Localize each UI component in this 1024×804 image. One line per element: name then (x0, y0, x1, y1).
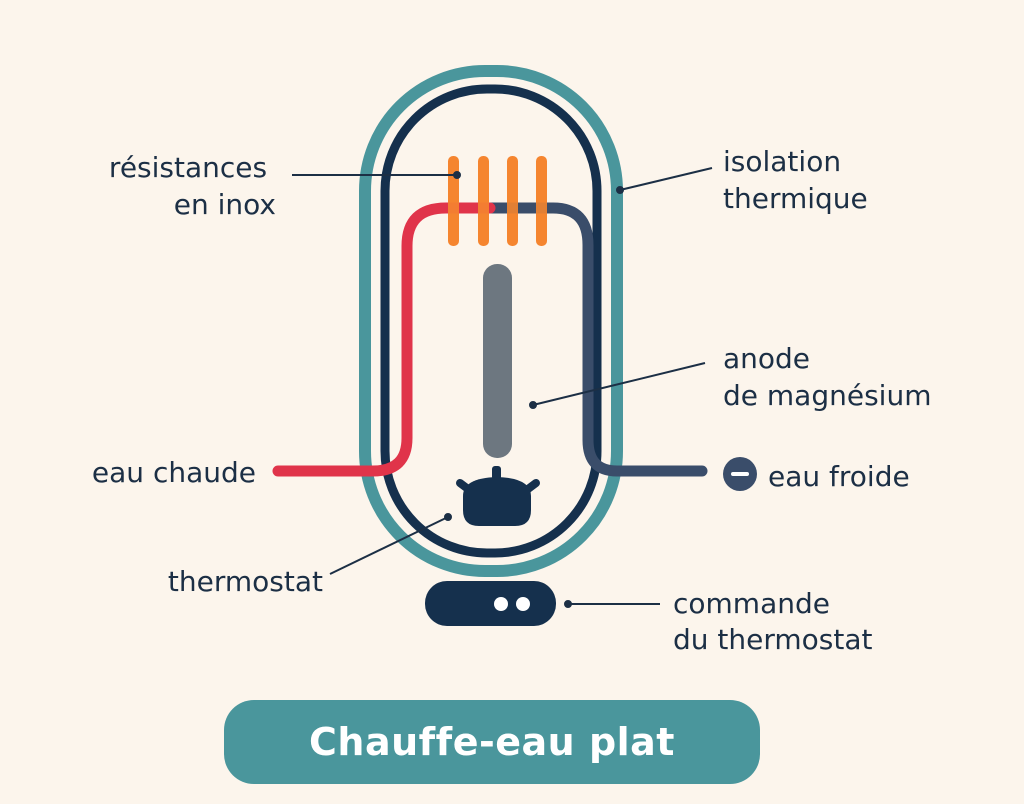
insulation-shell (359, 65, 623, 577)
control-knob (516, 597, 530, 611)
label-resistances: résistances en inox (109, 151, 276, 221)
cold-water-valve-icon (723, 457, 757, 491)
leader-isolation (619, 167, 713, 191)
heating-element-rod (478, 196, 489, 220)
label-isolation-line2: thermique (723, 182, 868, 215)
magnesium-anode (483, 264, 512, 458)
label-commande-line2: du thermostat (673, 623, 873, 656)
label-isolation-line1: isolation (723, 145, 841, 178)
cold-water-pipe (482, 202, 708, 477)
hot-water-pipe (272, 202, 496, 477)
label-eau-froide: eau froide (768, 460, 910, 493)
label-resistances-line1: résistances (109, 151, 267, 184)
heating-element-rod (507, 196, 518, 220)
label-anode-line2: de magnésium (723, 379, 931, 412)
inner-tank (380, 84, 602, 558)
label-commande: commande du thermostat (673, 587, 873, 656)
title-banner: Chauffe-eau plat (224, 700, 760, 784)
heating-element-rod (448, 196, 459, 220)
heating-element-rod (536, 196, 547, 220)
control-knob (494, 597, 508, 611)
thermostat-control (425, 581, 556, 626)
label-isolation: isolation thermique (723, 145, 868, 215)
label-anode-line1: anode (723, 342, 810, 375)
label-anode: anode de magnésium (723, 342, 931, 412)
label-eau-chaude: eau chaude (92, 456, 256, 489)
label-thermostat: thermostat (168, 565, 323, 598)
heating-elements-front (448, 196, 547, 220)
leader-lines (292, 167, 713, 608)
leader-thermostat (329, 516, 449, 575)
heating-elements (448, 156, 547, 246)
label-commande-line1: commande (673, 587, 830, 620)
diagram-title: Chauffe-eau plat (309, 720, 675, 764)
leader-anode (532, 362, 706, 406)
thermostat-body (456, 466, 540, 526)
label-resistances-line2: en inox (174, 188, 276, 221)
